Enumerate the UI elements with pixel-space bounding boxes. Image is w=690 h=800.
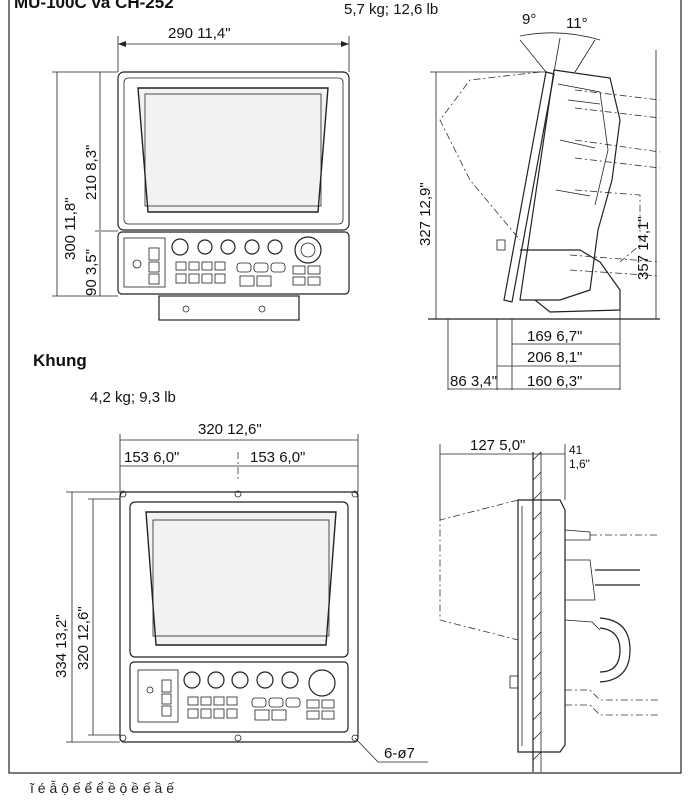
angle-a: 9° <box>522 11 536 28</box>
monitor-side-view <box>439 32 661 313</box>
top-screen-height-dim: 210 8,3" <box>83 145 100 200</box>
side-depth-169: 169 6,7" <box>527 328 582 345</box>
top-panel-height-dim: 90 3,5" <box>83 249 100 296</box>
frame-depth-back-mm: 41 <box>569 443 583 457</box>
frame-depth-front: 127 5,0" <box>470 437 525 454</box>
frame-width-left: 153 6,0" <box>124 449 179 466</box>
frame-width-right: 153 6,0" <box>250 449 305 466</box>
side-depth-160: 160 6,3" <box>527 373 582 390</box>
side-depth-86: 86 3,4" <box>450 373 497 390</box>
holes-callout: 6-ø7 <box>384 745 415 762</box>
side-height-357: 357 14,1" <box>635 216 652 280</box>
frame-width-total: 320 12,6" <box>198 421 262 438</box>
drawing-frame <box>8 0 682 774</box>
frame-height-outer: 334 13,2" <box>53 614 70 678</box>
frame-weight: 4,2 kg; 9,3 lb <box>90 389 176 406</box>
footer-text: ĩ é ẫ ộ ế ể ể ề ộ ề ế ầ ế <box>30 780 174 796</box>
top-width-dim: 290 11,4" <box>168 25 231 42</box>
frame-front-view <box>119 490 359 743</box>
angle-b: 11° <box>566 15 588 32</box>
top-weight: 5,7 kg; 12,6 lb <box>344 1 438 18</box>
monitor-front-view <box>117 71 350 321</box>
frame-depth-back-in: 1,6" <box>569 457 590 471</box>
side-height-327: 327 12,9" <box>417 182 434 246</box>
frame-title: Khung <box>33 351 87 370</box>
frame-height-inner: 320 12,6" <box>75 606 92 670</box>
top-title: MU-100C và CH-252 <box>14 0 174 12</box>
side-depth-206: 206 8,1" <box>527 349 582 366</box>
top-total-height-dim: 300 11,8" <box>62 197 79 260</box>
frame-side-view <box>439 451 660 772</box>
